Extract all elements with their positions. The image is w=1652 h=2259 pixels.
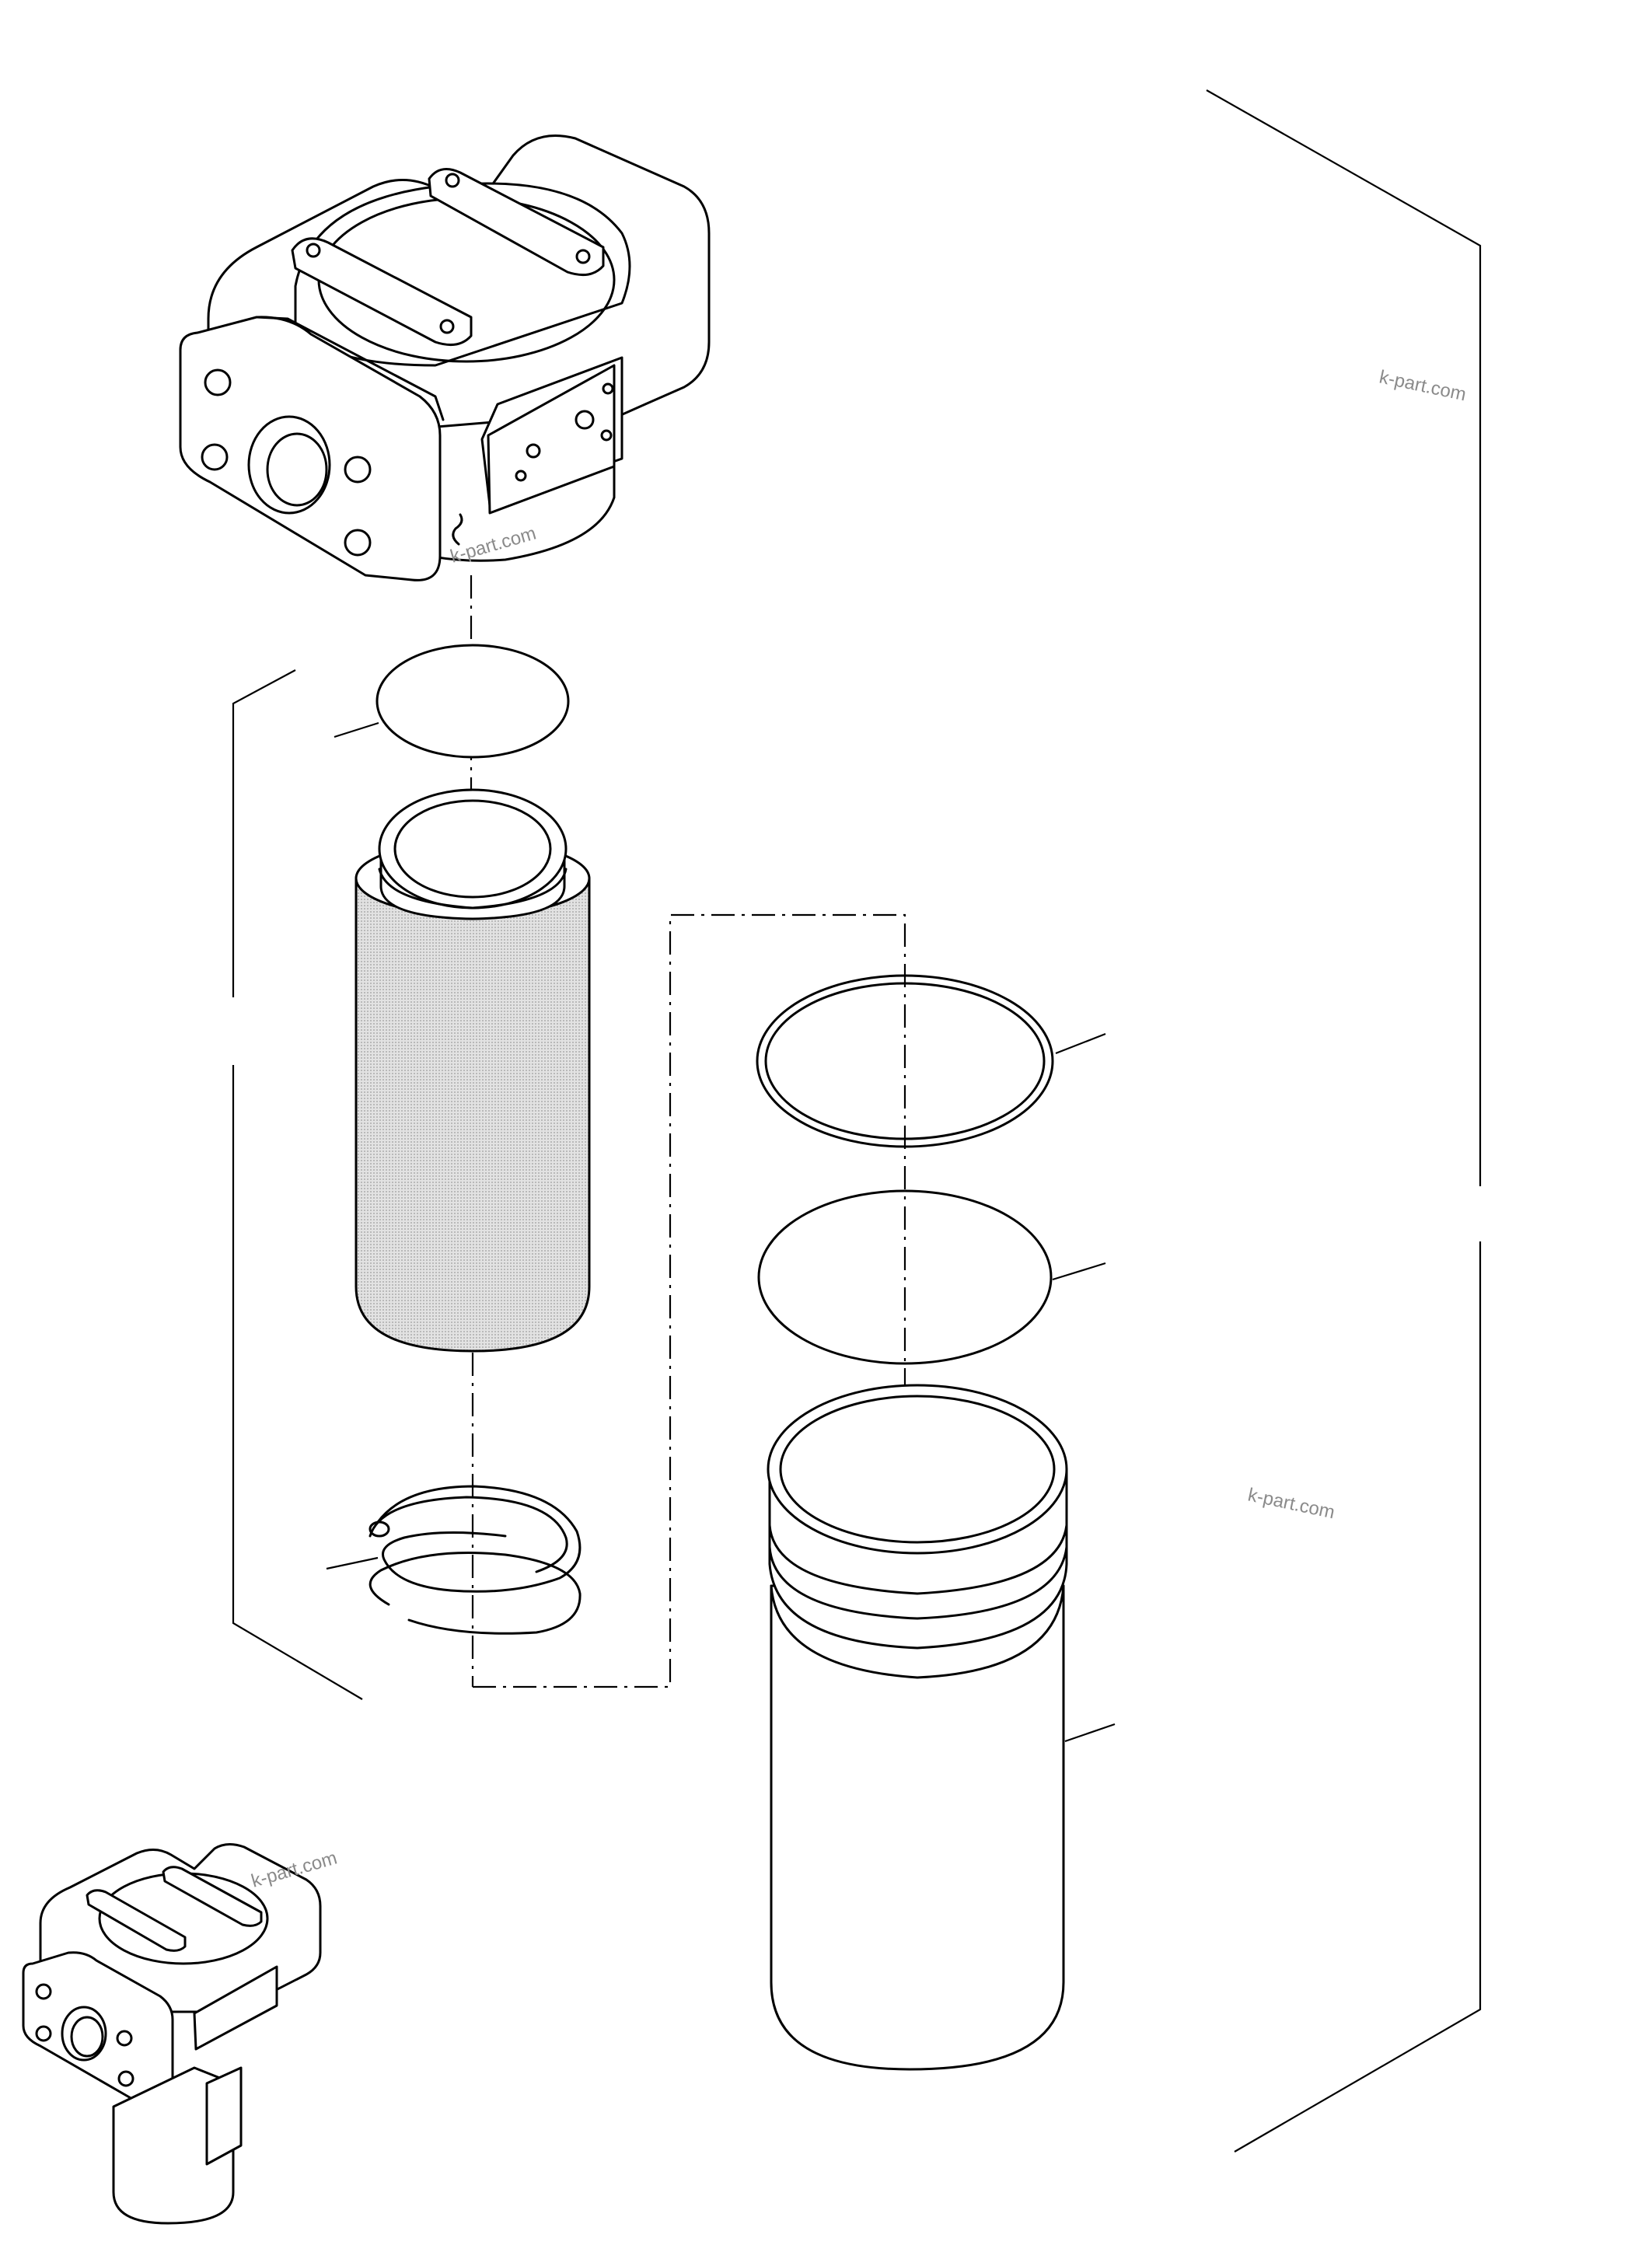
spring xyxy=(326,1485,582,1635)
filter-head xyxy=(179,134,711,581)
filter-bowl xyxy=(767,1384,1116,2071)
assembled-filter-inset xyxy=(22,1843,322,2225)
watermark-text: k-part.com xyxy=(1378,366,1468,405)
seal-ring-small xyxy=(334,644,570,759)
filter-element xyxy=(354,788,591,1353)
o-ring xyxy=(756,974,1106,1148)
backup-ring xyxy=(757,1189,1106,1365)
left-assembly-bracket xyxy=(232,669,363,1700)
right-assembly-bracket xyxy=(1206,89,1482,2153)
watermark-text: k-part.com xyxy=(1246,1484,1336,1523)
